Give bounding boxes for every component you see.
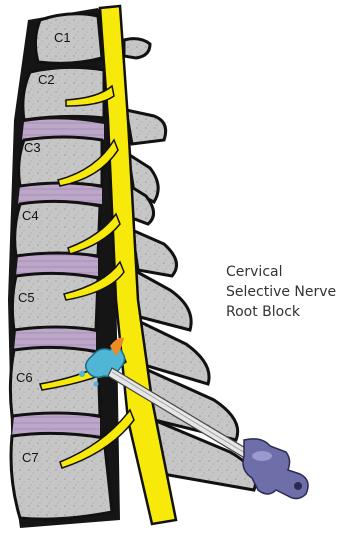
caption-line-2: Selective Nerve [226, 282, 354, 302]
needle-hub-opening [294, 482, 302, 490]
contrast-droplet-2 [94, 382, 99, 387]
label-c5: C5 [18, 290, 35, 305]
needle-hub-highlight [252, 451, 272, 461]
label-c1: C1 [54, 30, 71, 45]
process-c5 [132, 230, 177, 276]
procedure-caption: Cervical Selective Nerve Root Block [226, 262, 354, 322]
caption-line-3: Root Block [226, 302, 354, 322]
label-c3: C3 [24, 140, 41, 155]
label-c7: C7 [22, 450, 39, 465]
vertebra-c2 [23, 67, 104, 120]
process-c1 [124, 39, 150, 58]
caption-line-1: Cervical [226, 262, 354, 282]
contrast-droplet [79, 371, 85, 377]
process-c2 [126, 110, 166, 144]
label-c4: C4 [22, 208, 39, 223]
label-c2: C2 [38, 72, 55, 87]
label-c6: C6 [16, 370, 33, 385]
